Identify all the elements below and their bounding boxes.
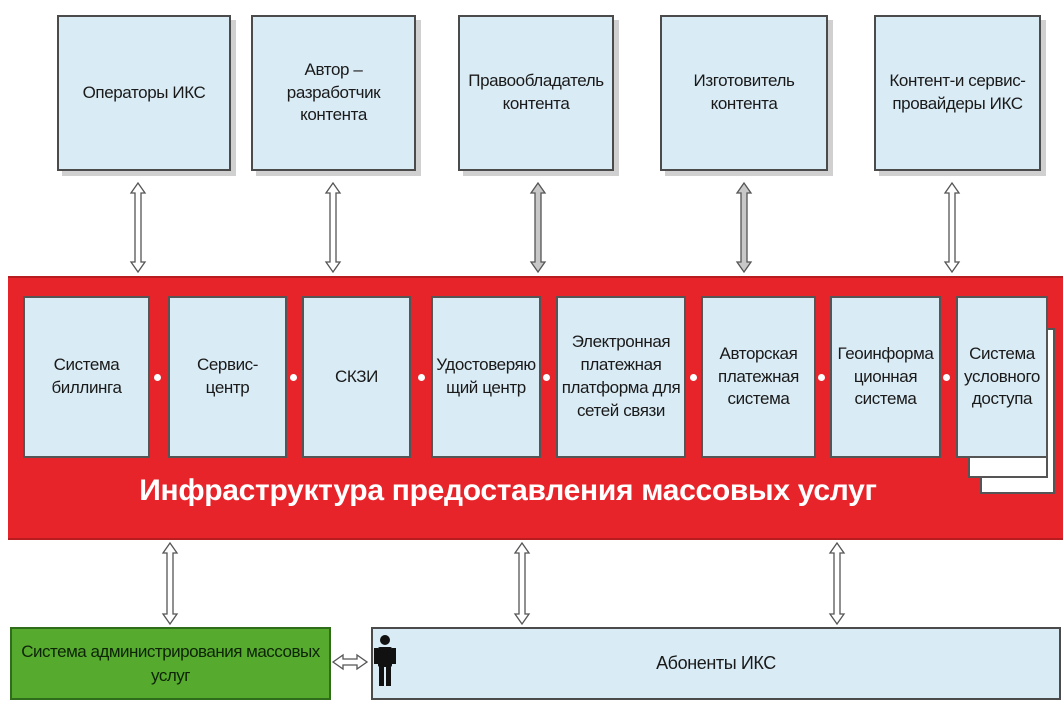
box-manufacturer: Изготовитель контента [660,15,828,171]
double-arrow-icon [129,181,961,274]
connector-dot [418,374,425,381]
inner-service-center: Сервис- центр [168,296,287,458]
box-author-developer: Автор – разработчик контента [251,15,416,171]
inner-geoinformation-system: Геоинформа ционная система [830,296,941,458]
subscribers-label: Абоненты ИКС [656,653,776,673]
connector-dot [543,374,550,381]
band-title: Инфраструктура предоставления массовых у… [139,474,877,507]
inner-billing-system: Система биллинга [23,296,150,458]
horizontal-double-arrow-icon [331,653,369,671]
connector-dot [290,374,297,381]
inner-certification-center: Удостоверяю щий центр [431,296,541,458]
admin-system-box: Система администрирования массовых услуг [10,627,331,700]
connector-dot [818,374,825,381]
inner-author-payment-system: Авторская платежная система [701,296,816,458]
inner-payment-platform: Электронная платежная платформа для сете… [556,296,686,458]
connector-dot [154,374,161,381]
connector-dot [690,374,697,381]
box-operators: Операторы ИКС [57,15,231,171]
subscribers-box: Абоненты ИКС [371,627,1061,700]
double-arrow-icon [161,541,846,626]
connector-dot [943,374,950,381]
inner-conditional-access-system: Система условного доступа [956,296,1048,458]
box-rights-holder: Правообладатель контента [458,15,614,171]
box-content-providers: Контент-и сервис- провайдеры ИКС [874,15,1041,171]
person-icon [374,635,396,686]
inner-skzi: СКЗИ [302,296,411,458]
